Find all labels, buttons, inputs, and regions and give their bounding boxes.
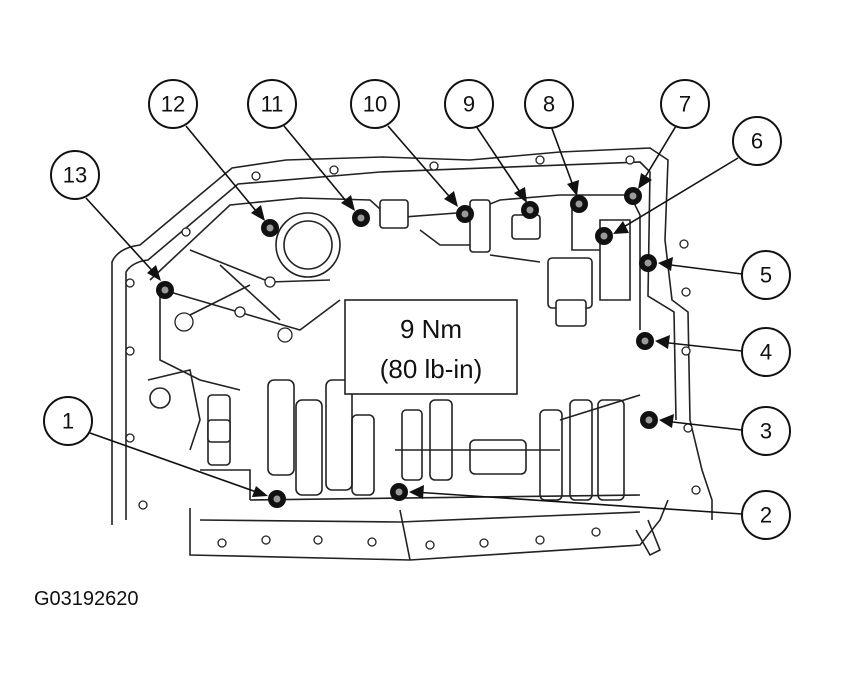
valve-spools: [147, 369, 641, 501]
bolt-6: [595, 227, 613, 245]
torque-spec-lbin: (80 lb-in): [380, 354, 483, 384]
svg-text:7: 7: [679, 92, 691, 117]
svg-text:2: 2: [760, 503, 772, 528]
bolt-11: [352, 209, 370, 227]
callout-13: 13: [50, 150, 100, 200]
svg-text:5: 5: [760, 263, 772, 288]
svg-text:12: 12: [161, 92, 185, 117]
svg-text:4: 4: [760, 340, 772, 365]
svg-text:8: 8: [543, 92, 555, 117]
svg-text:11: 11: [261, 92, 284, 117]
transmission-case: [111, 147, 713, 525]
bolt-12: [261, 219, 279, 237]
callout-4: 4: [741, 327, 791, 377]
callout-11: 11: [247, 79, 297, 129]
bolt-9: [521, 201, 539, 219]
bolt-4: [636, 332, 654, 350]
callout-7: 7: [660, 79, 710, 129]
bolt-7: [624, 187, 642, 205]
bolt-3: [640, 411, 658, 429]
callout-12: 12: [148, 79, 198, 129]
callout-8: 8: [524, 79, 574, 129]
pan-flange: [189, 499, 669, 561]
svg-text:6: 6: [751, 129, 763, 154]
bolt-13: [156, 281, 174, 299]
callout-2: 2: [741, 490, 791, 540]
bolts: [156, 187, 658, 508]
figure-id: G03192620: [34, 588, 139, 610]
callout-9: 9: [444, 79, 494, 129]
torque-spec-box: [344, 299, 518, 395]
bolt-5: [639, 254, 657, 272]
torque-spec-nm: 9 Nm: [400, 314, 462, 344]
callout-5: 5: [741, 250, 791, 300]
callout-3: 3: [741, 406, 791, 456]
svg-text:3: 3: [760, 419, 772, 444]
svg-text:1: 1: [62, 409, 74, 434]
svg-text:9: 9: [463, 92, 475, 117]
callouts: 1 2 3 4 5 6 7 8 9 10 11 12 13: [43, 79, 791, 540]
callout-1: 1: [43, 396, 93, 446]
bolt-8: [570, 195, 588, 213]
leader-lines: [85, 125, 743, 515]
callout-10: 10: [350, 79, 400, 129]
bolt-10: [456, 205, 474, 223]
svg-text:13: 13: [63, 163, 87, 188]
svg-text:10: 10: [363, 92, 387, 117]
bolt-1: [268, 490, 286, 508]
callout-6: 6: [732, 116, 782, 166]
bolt-2: [390, 483, 408, 501]
torque-spec: 9 Nm (80 lb-in): [344, 299, 518, 395]
